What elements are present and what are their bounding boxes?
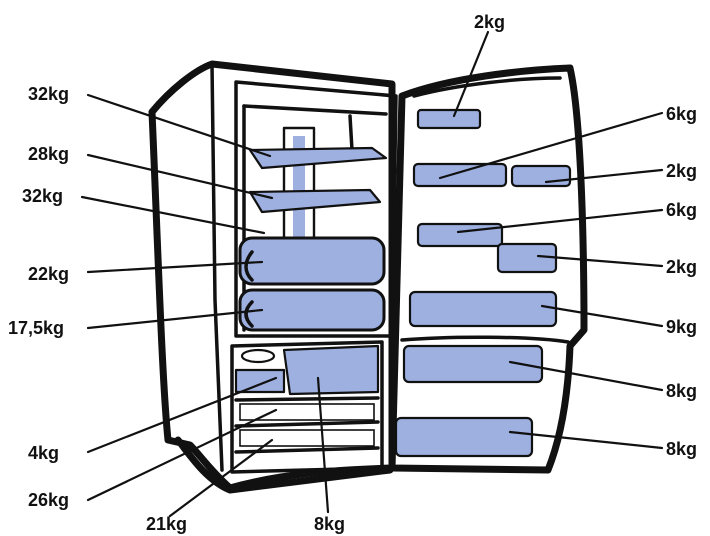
- door-bin-top: [416, 108, 482, 130]
- crisper-drawer-1: [238, 236, 386, 286]
- door-bin-5: [402, 344, 544, 384]
- door-bin-3a: [416, 222, 504, 248]
- ice-tray: [240, 348, 276, 364]
- fridge-door: [388, 64, 588, 474]
- label-door-right-3: 6kg: [666, 200, 697, 220]
- drawer-handle-1: [244, 250, 254, 282]
- freezer-drawer-1: [239, 403, 375, 421]
- label-door-right-2: 2kg: [666, 161, 697, 181]
- label-door-right-4: 2kg: [666, 257, 697, 277]
- drawer-handle-2: [244, 300, 254, 328]
- label-shelf-2: 28kg: [28, 144, 69, 164]
- fridge-cabinet: [148, 60, 398, 494]
- label-shelf-1: 32kg: [28, 84, 69, 104]
- label-freezer-small: 4kg: [28, 443, 59, 463]
- door-bin-3b: [496, 242, 558, 274]
- door-bin-6: [394, 416, 534, 458]
- label-freezer-mid: 26kg: [28, 490, 69, 510]
- freezer-big-box: [282, 344, 380, 396]
- door-bin-2b: [510, 164, 572, 188]
- label-door-right-6: 8kg: [666, 381, 697, 401]
- label-door-right-7: 8kg: [666, 439, 697, 459]
- label-drawer-1: 22kg: [28, 264, 69, 284]
- label-freezer-bottom: 21kg: [146, 514, 187, 534]
- glass-shelf-1: [248, 146, 388, 170]
- door-bin-2a: [412, 162, 508, 188]
- freezer-small-box: [234, 368, 286, 394]
- label-door-top: 2kg: [474, 12, 505, 32]
- label-drawer-2: 17,5kg: [8, 318, 64, 338]
- label-freezer-box: 8kg: [314, 514, 345, 534]
- label-door-right-5: 9kg: [666, 317, 697, 337]
- label-shelf-3: 32kg: [22, 186, 63, 206]
- leader-lines: [80, 30, 664, 518]
- freezer-drawer-2: [239, 429, 375, 447]
- door-bin-4: [408, 290, 558, 328]
- glass-shelf-2: [248, 188, 382, 214]
- crisper-drawer-2: [238, 288, 386, 332]
- label-door-right-1: 6kg: [666, 104, 697, 124]
